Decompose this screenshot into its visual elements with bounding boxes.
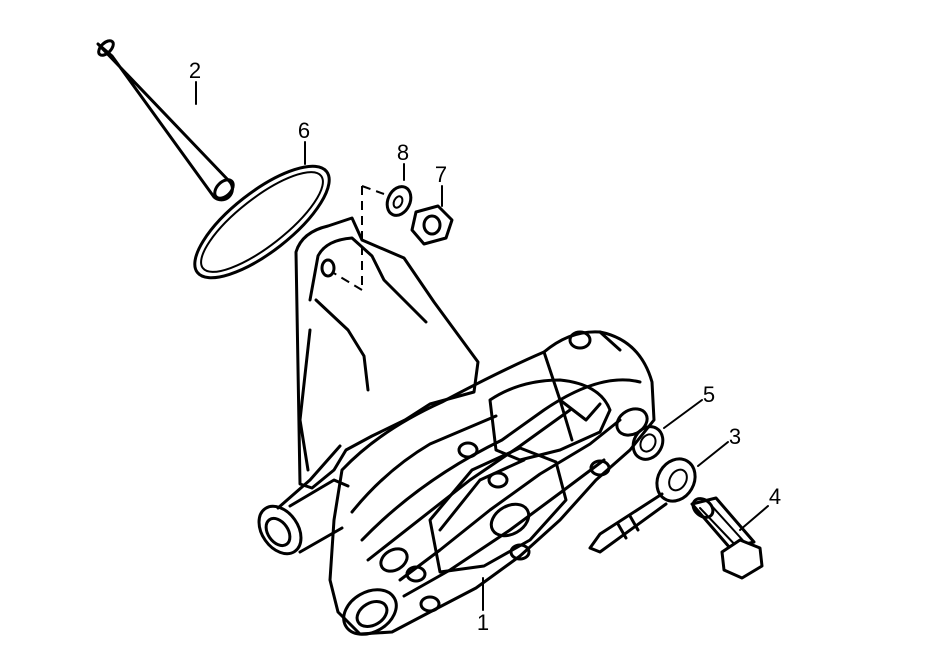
callout-o-ring: 6 [298,118,310,143]
leader-lines [195,81,769,611]
callout-vacuum-pump: 1 [477,610,489,635]
tube-part [96,39,235,202]
washer-part [385,185,413,217]
callout-washer: 8 [397,140,409,165]
banjo-bolt-part [690,496,764,580]
banjo-fitting-part [588,457,697,554]
assembly-guide-line [331,185,385,291]
vacuum-pump-body [328,330,656,636]
mounting-bracket [276,216,480,510]
nut-part [410,204,454,246]
callout-banjo-bolt: 4 [769,484,781,509]
callout-seal-ring: 5 [703,382,715,407]
callout-labels: 2 6 8 7 5 3 4 1 [189,58,781,635]
callout-tube: 2 [189,58,201,83]
inlet-pipe [257,478,350,556]
o-ring-part [193,164,331,280]
seal-ring-part [631,425,665,461]
callout-banjo-fitting: 3 [729,424,741,449]
callout-nut: 7 [435,162,447,187]
